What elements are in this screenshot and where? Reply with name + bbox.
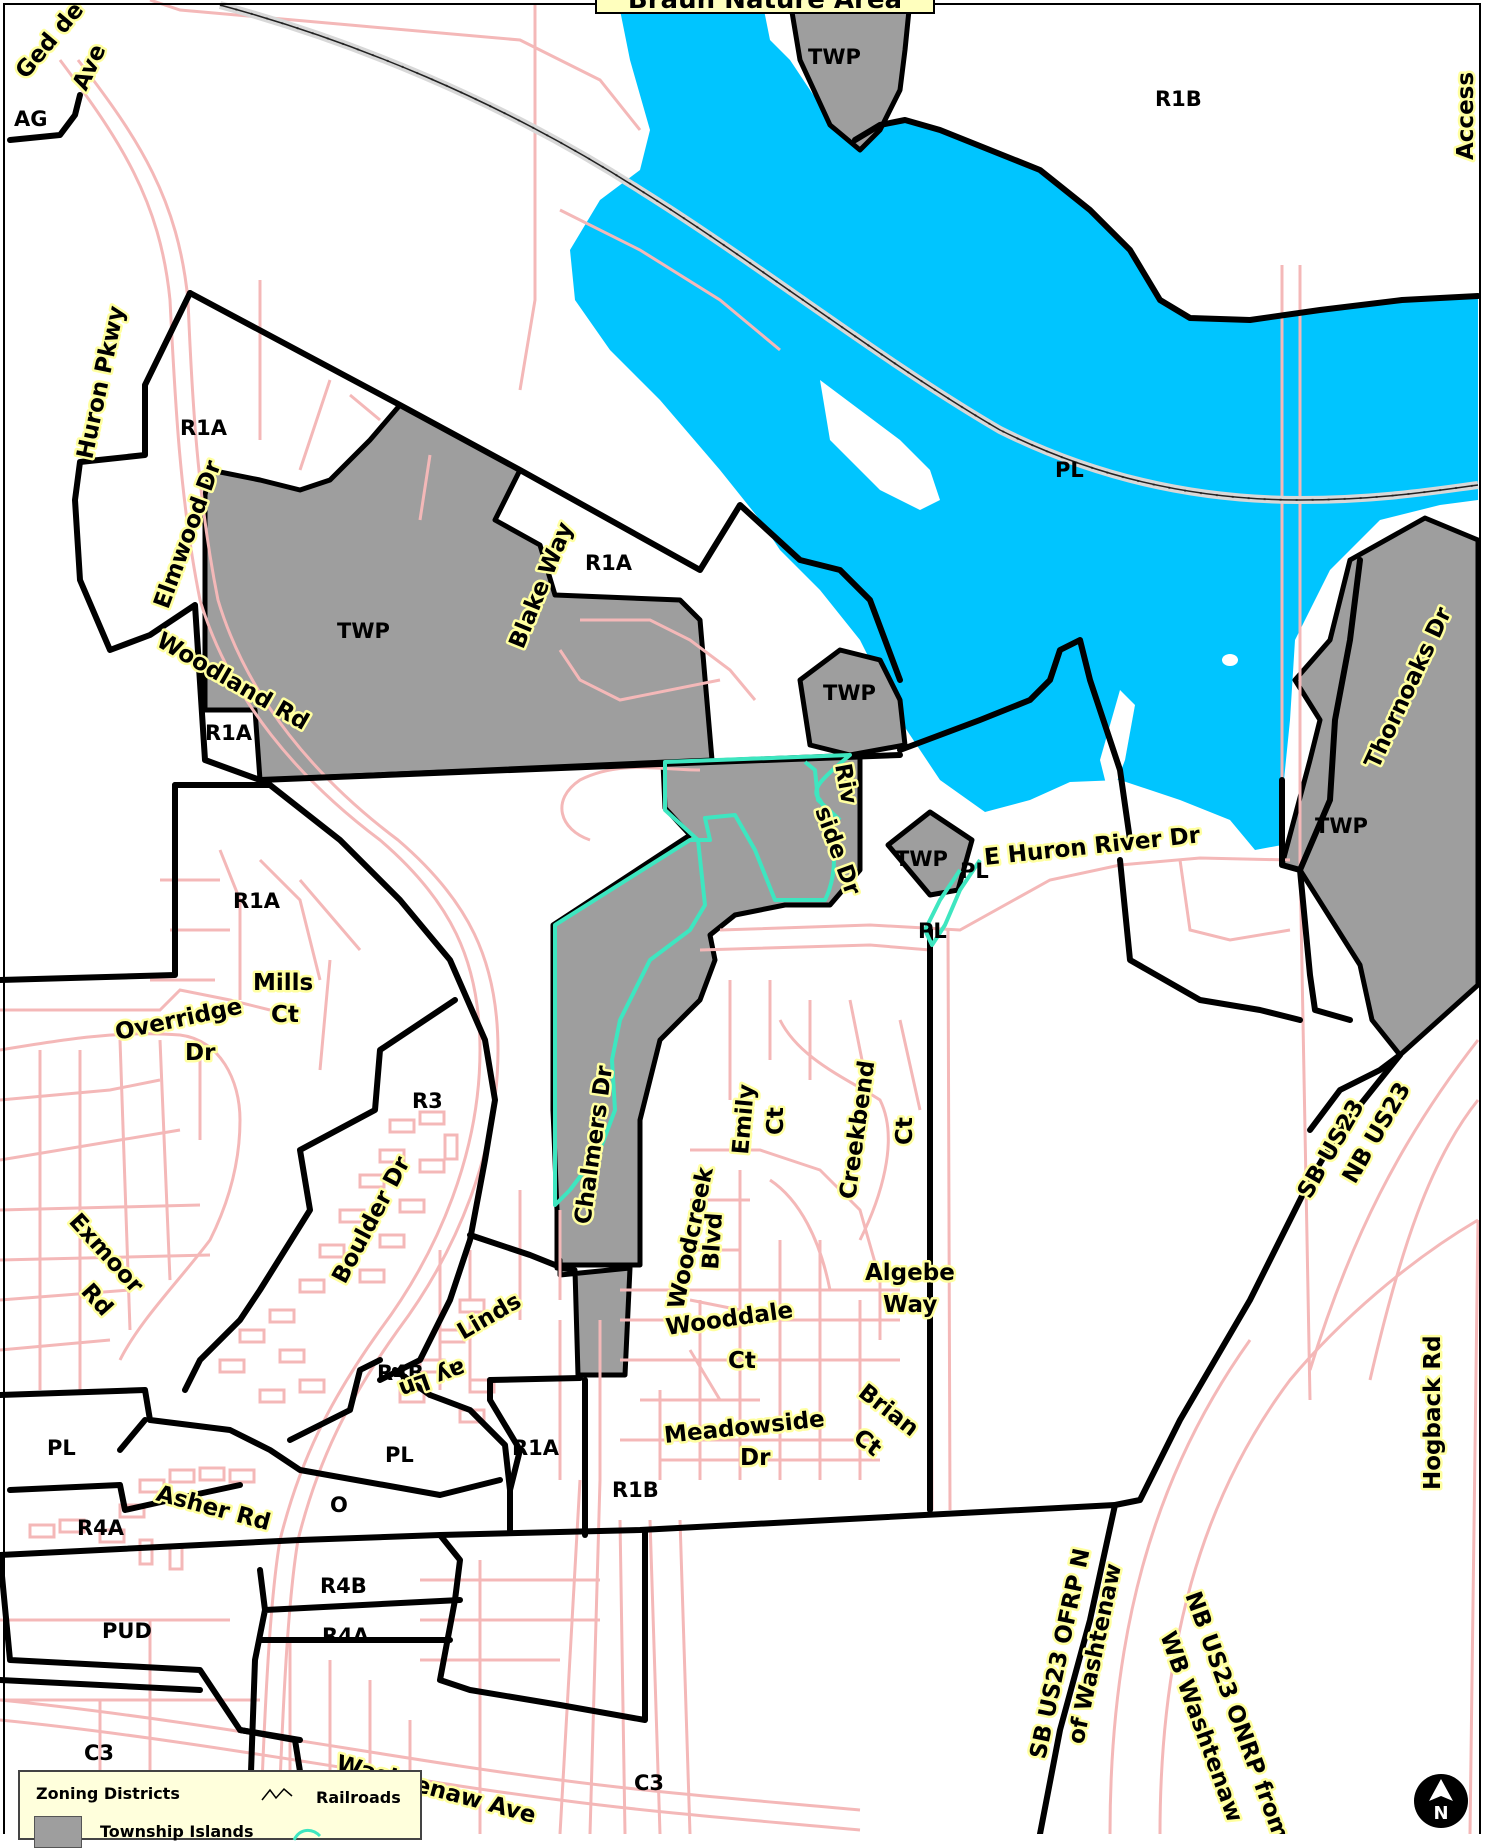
zone-label-pud: PUD bbox=[102, 1619, 152, 1643]
zone-label-pl: PL bbox=[918, 919, 947, 943]
street-label-woodcreek-blvd: Blvd bbox=[698, 1212, 728, 1271]
zone-label-c3: C3 bbox=[84, 1741, 114, 1765]
zone-label-r3: R3 bbox=[412, 1089, 443, 1113]
street-label-access: Access bbox=[1453, 72, 1479, 160]
zone-label-twp: TWP bbox=[1315, 814, 1368, 838]
zone-label-twp: TWP bbox=[895, 847, 948, 871]
township-islands bbox=[202, 0, 1481, 1378]
zoning-boundaries bbox=[0, 92, 1481, 1834]
street-label-mills-ct: Ct bbox=[271, 1002, 299, 1028]
zone-label-pl: PL bbox=[47, 1436, 76, 1460]
zone-label-r4b: R4B bbox=[320, 1574, 367, 1598]
zone-label-r1b: R1B bbox=[1155, 87, 1202, 111]
street-label-hogback-rd: Hogback Rd bbox=[1420, 1335, 1446, 1490]
zone-label-r1a: R1A bbox=[205, 721, 253, 745]
legend-township-islands-label: Township Islands bbox=[100, 1822, 254, 1841]
zone-label-r4b: R4B bbox=[377, 1361, 424, 1385]
street-label-emily: Emily bbox=[728, 1083, 760, 1155]
street-label-creekbend-ct: Ct bbox=[892, 1117, 918, 1145]
street-label-mills: Mills bbox=[253, 970, 313, 996]
zone-label-r4a: R4A bbox=[322, 1624, 370, 1648]
map-title: Braun Nature Area bbox=[595, 0, 935, 14]
zone-label-twp: TWP bbox=[337, 619, 390, 643]
zone-label-pl: PL bbox=[960, 859, 989, 883]
nature-area-outline-icon bbox=[292, 1829, 322, 1841]
railroad-icon bbox=[261, 1787, 293, 1801]
street-label-overridge-dr: Dr bbox=[185, 1040, 216, 1066]
street-label-wooddale-ct: Ct bbox=[728, 1348, 756, 1374]
braun-nature-area-outline[interactable] bbox=[553, 753, 982, 1207]
legend: Zoning Districts Railroads Township Isla… bbox=[18, 1770, 422, 1848]
legend-title: Zoning Districts bbox=[36, 1784, 180, 1803]
zone-label-pl: PL bbox=[385, 1443, 414, 1467]
zone-label-pl: PL bbox=[1055, 458, 1084, 482]
street-label-emily-ct: Ct bbox=[763, 1107, 789, 1135]
street-label-algebe: Algebe bbox=[865, 1260, 955, 1286]
street-label-algebe-way: Way bbox=[883, 1292, 937, 1318]
street-label-meadowside-dr: Dr bbox=[740, 1445, 771, 1471]
zone-label-ag: AG bbox=[14, 107, 48, 131]
township-island-swatch bbox=[34, 1816, 82, 1848]
zone-labels: TWP R1B AG R1A PL R1A TWP TWP R1A TWP TW… bbox=[14, 45, 1368, 1795]
zone-label-r4a: R4A bbox=[77, 1516, 125, 1540]
zone-label-o: O bbox=[330, 1493, 348, 1517]
building-footprints bbox=[28, 1110, 496, 1571]
railroad bbox=[218, 1, 1479, 505]
zone-label-r1b: R1B bbox=[612, 1478, 659, 1502]
zone-label-r1a: R1A bbox=[512, 1436, 560, 1460]
zone-label-c3: C3 bbox=[634, 1771, 664, 1795]
zone-label-twp: TWP bbox=[808, 45, 861, 69]
zone-label-r1a: R1A bbox=[585, 551, 633, 575]
huron-river bbox=[570, 0, 1478, 850]
north-arrow-label: N bbox=[1433, 1803, 1448, 1824]
legend-railroads-label: Railroads bbox=[316, 1788, 401, 1807]
zone-label-twp: TWP bbox=[823, 681, 876, 705]
zone-label-r1a: R1A bbox=[180, 416, 228, 440]
north-arrow-icon: N bbox=[1414, 1774, 1468, 1828]
zone-label-r1a: R1A bbox=[233, 889, 281, 913]
